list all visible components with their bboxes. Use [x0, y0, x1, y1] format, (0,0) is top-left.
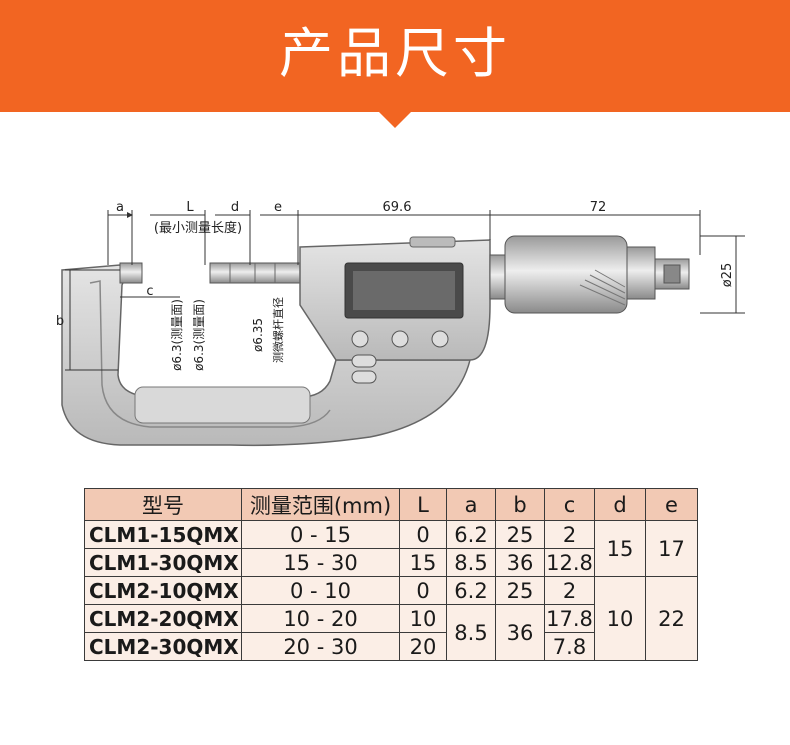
cell-model: CLM2-10QMX [84, 576, 242, 605]
cell-c: 2 [544, 576, 595, 605]
table-header-row: 型号 测量范围(mm) L a b c d e [84, 488, 698, 521]
cell-b: 25 [495, 576, 545, 605]
cell-L: 0 [399, 576, 447, 605]
table-row: CLM1-30QMX 15 - 30 15 8.5 36 12.8 [84, 548, 698, 577]
cell-b: 25 [495, 520, 545, 549]
micrometer-dimension-drawing: a L d e 69.6 72 ø25 b c (最小测量长度) ø6.3(测量… [56, 200, 745, 447]
dim-d: d [231, 200, 239, 215]
button-3 [431, 330, 449, 348]
dim-diameter: ø25 [720, 263, 735, 288]
thimble [504, 235, 628, 314]
cell-L: 20 [399, 632, 447, 661]
dim-c: c [146, 284, 153, 299]
header-a: a [446, 488, 496, 521]
cell-a: 6.2 [446, 576, 496, 605]
cell-c: 17.8 [544, 604, 595, 633]
banner-title: 产品尺寸 [279, 22, 511, 85]
cell-model: CLM1-30QMX [84, 548, 242, 577]
cell-model: CLM2-30QMX [84, 632, 242, 661]
top-button [409, 236, 456, 248]
dim-a: a [116, 200, 124, 215]
banner-shape [0, 0, 790, 128]
cell-c: 12.8 [544, 548, 595, 577]
dim-thimble: 72 [590, 200, 607, 215]
header-e: e [645, 488, 698, 521]
header-range: 测量范围(mm) [241, 488, 400, 521]
cell-L: 15 [399, 548, 447, 577]
frame-label-plate [134, 386, 311, 424]
cell-model: CLM1-15QMX [84, 520, 242, 549]
header-L: L [399, 488, 447, 521]
cell-L: 0 [399, 520, 447, 549]
table-row: CLM2-30QMX 20 - 30 20 7.8 [84, 632, 698, 661]
cell-range: 0 - 10 [241, 576, 400, 605]
cell-c: 2 [544, 520, 595, 549]
anvil [119, 262, 143, 284]
note-face-2: ø6.3(测量面) [192, 299, 206, 371]
cell-range: 10 - 20 [241, 604, 400, 633]
dim-e: e [274, 200, 282, 215]
button-1 [351, 330, 369, 348]
button-2 [391, 330, 409, 348]
frame-inner-shade [89, 280, 331, 428]
header-c: c [544, 488, 595, 521]
dim-L: L [186, 200, 194, 215]
cell-d: 15 [594, 520, 646, 577]
header-b: b [495, 488, 545, 521]
cell-e: 17 [645, 520, 698, 577]
note-face-1: ø6.3(测量面) [170, 299, 184, 371]
note-max-length: (最小测量长度) [154, 220, 242, 236]
table-row: CLM2-20QMX 10 - 20 10 8.5 36 17.8 [84, 604, 698, 661]
table-row: CLM2-10QMX 0 - 10 0 6.2 25 2 10 22 [84, 576, 698, 661]
note-spindle: ø6.35 [251, 318, 265, 352]
dim-b: b [56, 314, 64, 329]
cell-c: 7.8 [544, 632, 595, 661]
cell-L: 10 [399, 604, 447, 633]
cell-e: 22 [645, 576, 698, 661]
cell-b: 36 [495, 604, 545, 661]
ratchet [626, 246, 656, 300]
note-spindle-desc: 测微螺杆直径 [271, 297, 285, 363]
table-row: CLM1-15QMX 0 - 15 0 6.2 25 2 15 17 [84, 520, 698, 577]
cell-range: 15 - 30 [241, 548, 400, 577]
spec-table: 型号 测量范围(mm) L a b c d e CLM1-15QMX 0 - 1… [84, 488, 698, 661]
cell-a: 8.5 [446, 548, 496, 577]
cell-b: 36 [495, 548, 545, 577]
cell-d: 10 [594, 576, 646, 661]
button-4 [351, 354, 377, 368]
dim-length: 69.6 [383, 200, 412, 215]
title-banner: 产品尺寸 [0, 0, 790, 130]
cell-a: 6.2 [446, 520, 496, 549]
header-d: d [594, 488, 646, 521]
cell-model: CLM2-20QMX [84, 604, 242, 633]
button-5 [351, 370, 377, 384]
cell-a: 8.5 [446, 604, 496, 661]
cell-range: 0 - 15 [241, 520, 400, 549]
cell-range: 20 - 30 [241, 632, 400, 661]
header-model: 型号 [84, 488, 242, 521]
